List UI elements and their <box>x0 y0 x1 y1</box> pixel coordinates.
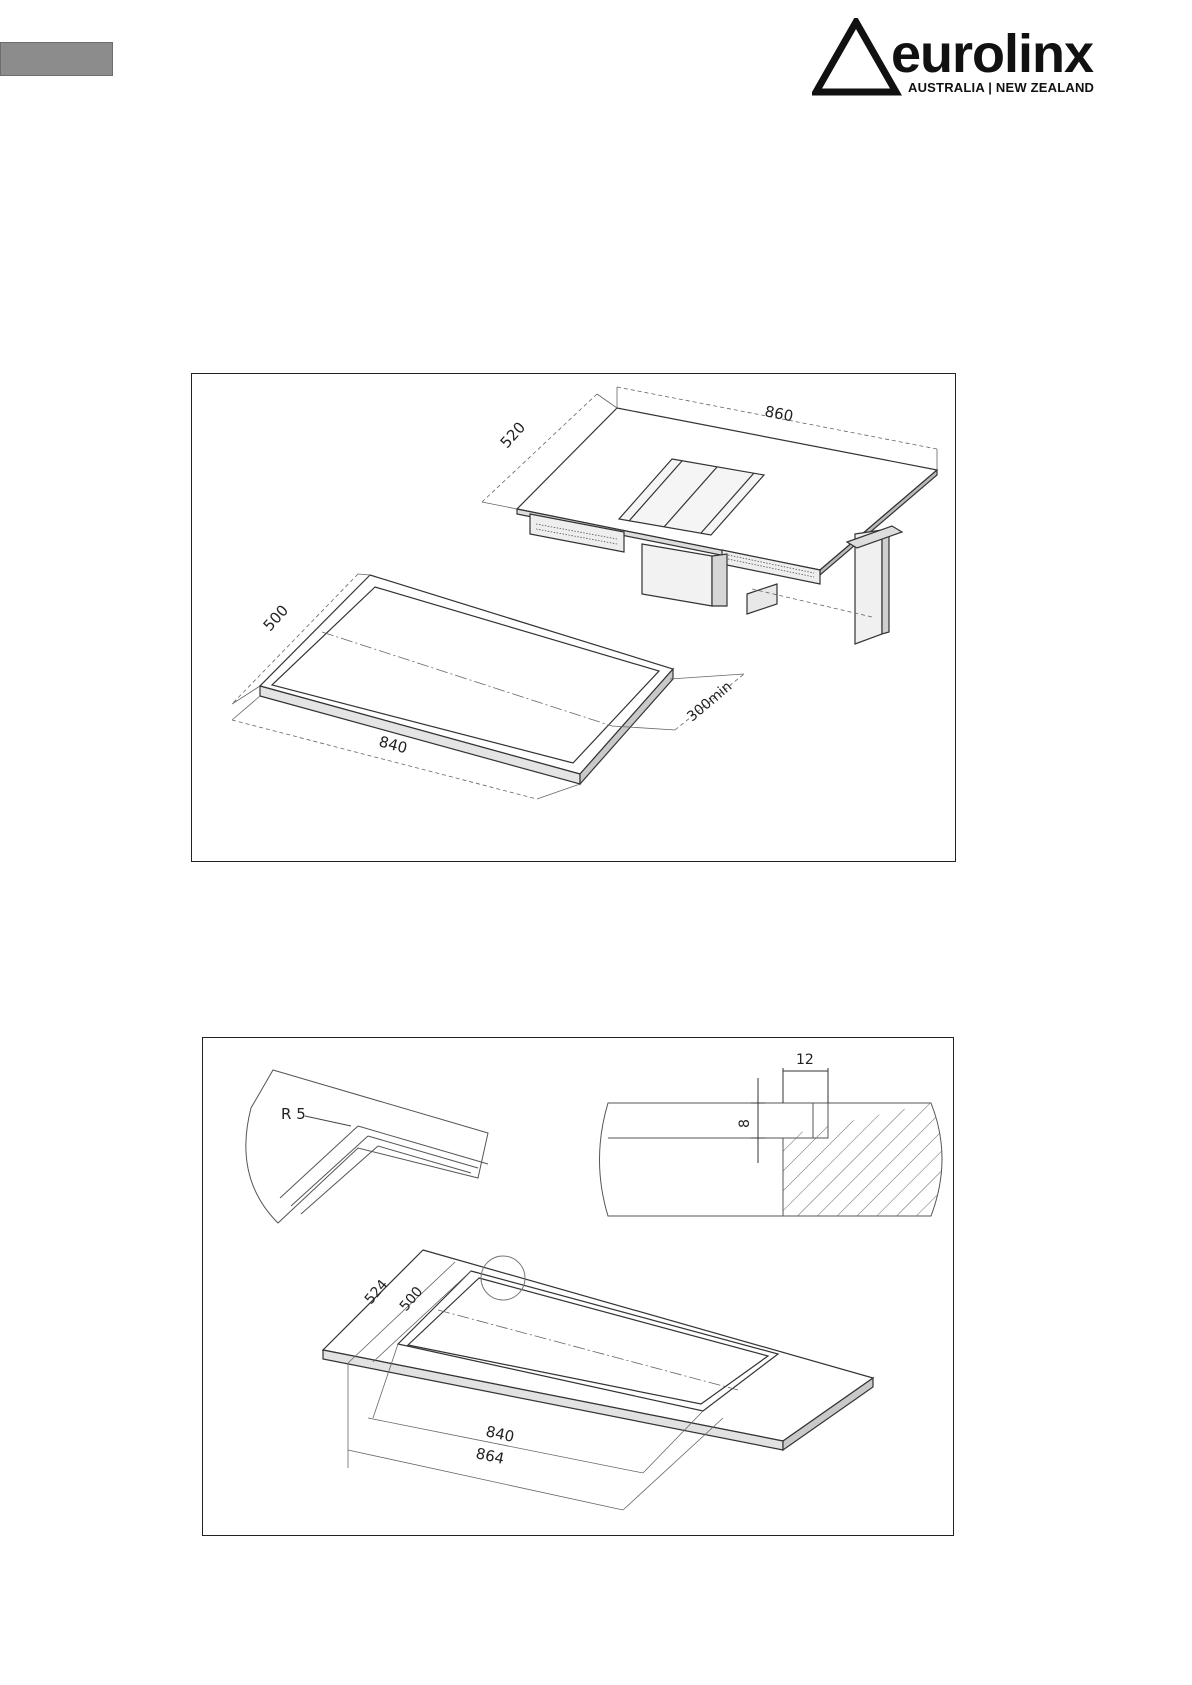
product-dimensions-figure: 860 520 500 840 300min <box>191 373 956 862</box>
cutout-detail-figure: R 5 12 8 <box>202 1037 954 1536</box>
hob-width-label: 860 <box>763 402 795 425</box>
brand-name: eurolinx <box>891 24 1093 84</box>
product-dimensions-drawing: 860 520 500 840 300min <box>192 374 957 863</box>
brand-tagline: AUSTRALIA | NEW ZEALAND <box>908 80 1094 96</box>
corner-detail-outline <box>246 1070 488 1223</box>
rebate-width-label: 12 <box>796 1052 814 1068</box>
clearance-label: 300min <box>684 679 735 725</box>
outer-width-label: 864 <box>474 1444 506 1468</box>
brand-logo: eurolinx AUSTRALIA | NEW ZEALAND <box>812 18 1102 98</box>
page-tab-marker <box>0 42 113 76</box>
motor-unit <box>642 544 712 606</box>
hob-depth-label: 520 <box>497 418 530 451</box>
triangle-logo-icon <box>812 18 902 98</box>
corner-radius-label: R 5 <box>281 1105 306 1123</box>
cutout-detail-drawing: R 5 12 8 <box>203 1038 955 1537</box>
rebate-depth-label: 8 <box>737 1119 753 1128</box>
cutout-depth-label: 500 <box>260 601 293 634</box>
